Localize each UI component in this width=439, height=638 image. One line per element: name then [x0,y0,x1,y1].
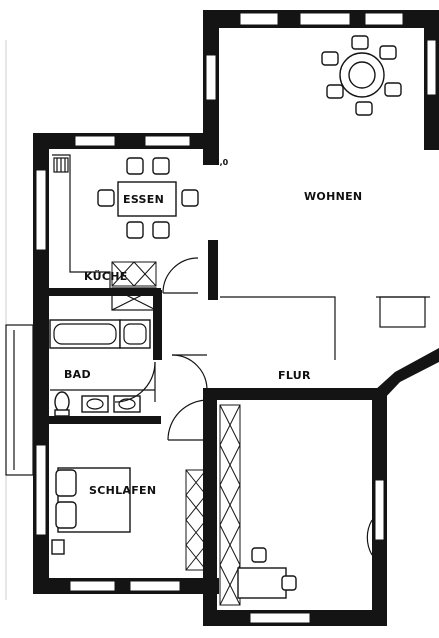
window-schlafen-bottom-2 [129,580,181,592]
wall-bay-diagonal [375,348,439,400]
kitchen-cabinet-hatch [111,261,157,287]
room-label-flur: FLUR [278,369,311,382]
kitchen-counter [52,154,111,288]
essen-table [117,181,177,217]
window-kueche [35,169,47,251]
balcony-left [5,324,34,476]
nightstand [51,539,65,555]
window-room-bottom [249,612,311,624]
essen-table-group [97,157,199,239]
shower-icon [119,319,151,349]
window-wohnen-top-2 [299,12,351,26]
fridge-icon [111,287,157,311]
sink-icon [81,395,141,413]
wall-kueche-bad [33,288,161,296]
corner-mark-label: 3,0 [214,158,229,167]
wardrobe-schlafen [185,469,207,571]
wall-bad-right [153,290,162,360]
partition-wohnen-flur [220,296,336,360]
window-essen-1 [74,135,116,147]
window-wohnen-left [205,54,217,101]
wall-flur-bottom [203,388,383,400]
desk-icon [237,547,297,599]
window-wohnen-top-1 [239,12,279,26]
double-bed-icon [55,467,131,533]
window-wohnen-top-3 [364,12,404,26]
room-label-wohnen: WOHNEN [304,190,362,203]
dining-round-table-group [321,35,402,116]
wall-wohnen-right-stub [424,140,439,150]
bathtub-icon [49,319,121,349]
door-kueche-arc [162,257,199,294]
door-schlafen-arc [167,399,209,441]
window-schlafen-left [35,444,47,536]
room-label-essen: ESSEN [123,193,164,206]
wall-bad-schlafen [33,416,161,424]
toilet-icon [54,391,70,417]
wall-bottom-left [33,578,219,594]
window-essen-2 [144,135,191,147]
window-room-right [374,479,385,541]
cabinet-right [379,296,426,328]
wall-essen-top [33,133,219,149]
window-wohnen-right [426,39,437,96]
wardrobe-room [219,404,241,606]
room-label-schlafen: SCHLAFEN [89,484,156,497]
door-room-arc [366,519,373,556]
wall-schlafen-right [203,395,217,625]
window-schlafen-bottom-1 [69,580,116,592]
wall-wohnen-left-lower [208,240,218,300]
stove-icon [53,157,69,173]
door-bad-arc [114,361,156,403]
room-label-bad: BAD [64,368,91,381]
door-flur-arc [171,354,208,391]
room-label-kueche: KÜCHE [84,269,128,283]
